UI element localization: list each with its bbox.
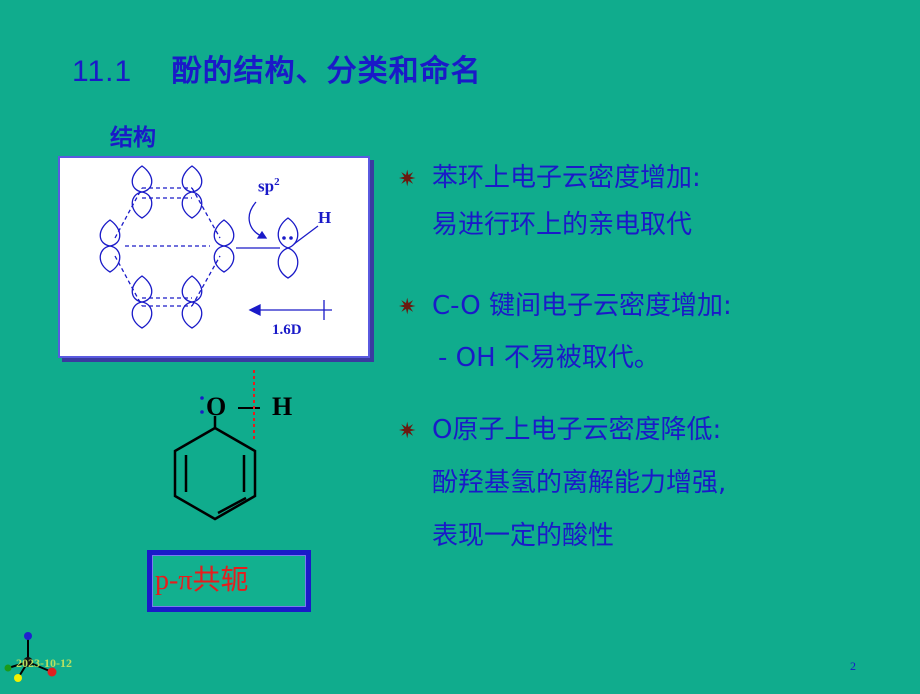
conjugation-box: p-π共轭 — [147, 550, 311, 612]
sp2-label: sp2 — [258, 176, 280, 196]
section-number: 11.1 — [72, 55, 133, 88]
bullet-3-line-1: ✷O原子上电子云密度降低: — [398, 410, 721, 452]
slide-title: 11.1 酚的结构、分类和命名 — [72, 46, 482, 90]
dipole-label: 1.6D — [272, 322, 302, 338]
conjugation-label: p-π共轭 — [155, 565, 249, 596]
bullet-2-line-2: - OH 不易被取代。 — [438, 343, 660, 373]
section-title-text: 酚的结构、分类和命名 — [171, 54, 482, 89]
bullet-1-line-2: 易进行环上的亲电取代 — [432, 210, 693, 240]
bullet-3-line-3: 表现一定的酸性 — [432, 521, 615, 551]
orbital-h-label: H — [318, 208, 332, 227]
molecule-logo-icon — [0, 628, 70, 694]
phenol-h-label: H — [272, 392, 293, 421]
bullet-3-line-2: 酚羟基氢的离解能力增强, — [432, 468, 727, 498]
phenol-o-label: O — [206, 392, 227, 421]
orbital-diagram: sp2 H 1.6D — [58, 156, 370, 358]
star-bullet-icon: ✷ — [398, 419, 417, 444]
bullet-1-line-1: ✷苯环上电子云密度增加: — [398, 158, 701, 200]
structure-label: 结构 — [110, 125, 156, 151]
star-bullet-icon: ✷ — [398, 295, 417, 320]
bullet-2-line-1: ✷C-O 键间电子云密度增加: — [398, 286, 732, 328]
p-orbital — [131, 165, 153, 219]
page-number: 2 — [850, 659, 856, 673]
footer-date: 2023-10-12 — [16, 656, 72, 670]
phenol-structure: O H — [160, 370, 293, 534]
star-bullet-icon: ✷ — [398, 167, 417, 192]
